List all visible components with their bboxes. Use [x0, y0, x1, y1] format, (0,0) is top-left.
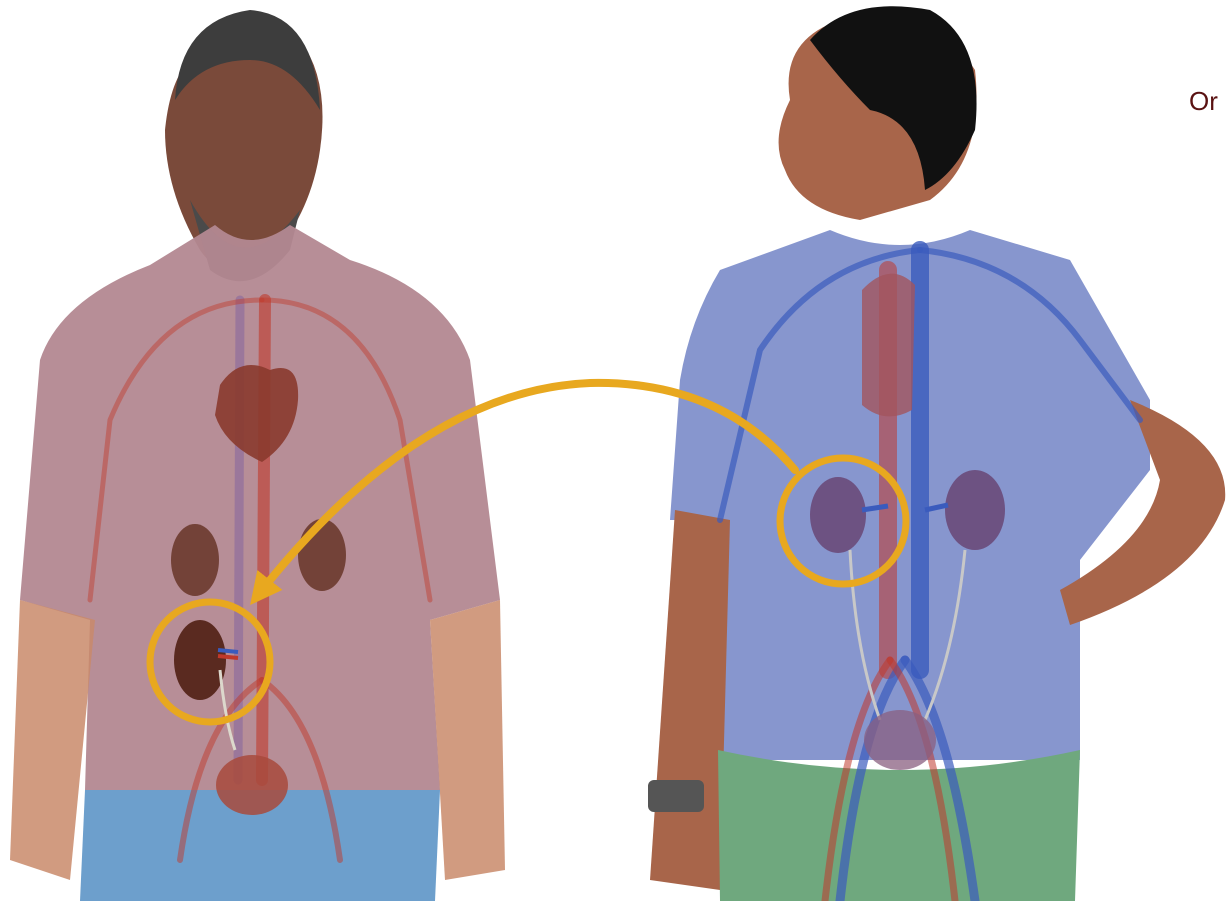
donor-left-arm	[650, 510, 730, 890]
donor-aorta	[862, 274, 915, 417]
transplanted-kidney	[174, 620, 226, 700]
recipient-figure	[10, 10, 505, 901]
donor-kidney-left	[810, 477, 866, 553]
recipient-right-arm	[430, 600, 505, 880]
recipient-kidney-right	[298, 519, 346, 591]
recipient-left-arm	[10, 600, 95, 880]
donor-pants	[718, 750, 1080, 901]
recipient-bladder	[216, 755, 288, 815]
donor-figure	[648, 6, 1225, 901]
donor-bladder	[864, 710, 936, 770]
recipient-kidney-left	[171, 524, 219, 596]
donor-watch	[648, 780, 704, 812]
donor-kidney-right	[945, 470, 1005, 550]
